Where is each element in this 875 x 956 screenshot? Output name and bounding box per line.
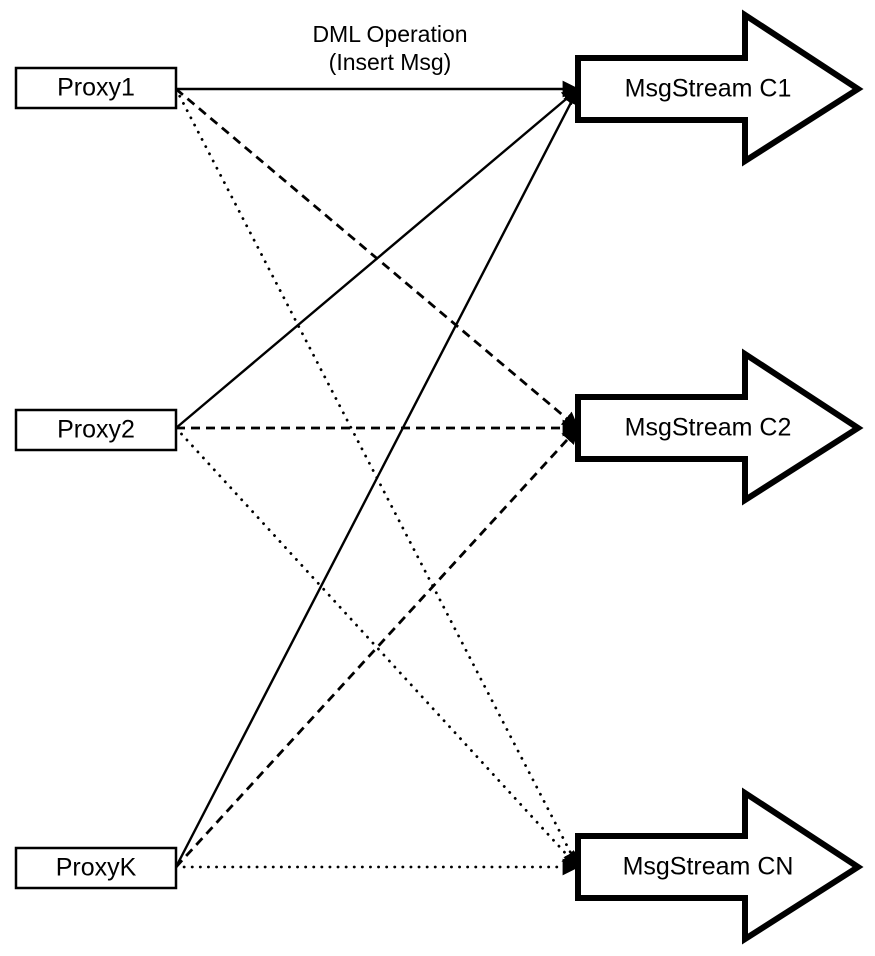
proxy-box-shape [14, 846, 178, 890]
msgstream-label: MsgStream CN [623, 853, 794, 881]
proxy-label: Proxy1 [57, 74, 135, 102]
proxy-box-shape [14, 408, 178, 452]
proxy-node-proxyK[interactable]: ProxyK [14, 846, 178, 890]
edge-label-line1: DML Operation [312, 21, 467, 47]
msgstream-label: MsgStream C1 [625, 75, 792, 103]
edge-proxyK-to-c1 [174, 87, 580, 868]
edge-proxyK-to-c2 [174, 426, 580, 868]
msgstream-node-c1[interactable]: MsgStream C1 [575, 9, 864, 167]
block-arrow-icon [575, 348, 864, 506]
proxy-node-proxy2[interactable]: Proxy2 [14, 408, 178, 452]
msgstream-node-c2[interactable]: MsgStream C2 [575, 348, 864, 506]
block-arrow-icon [575, 787, 864, 945]
msgstream-node-cn[interactable]: MsgStream CN [575, 787, 864, 945]
stream-nodes-layer: MsgStream C1 MsgStream C2 MsgStream CN [575, 9, 864, 945]
proxy-box-shape [14, 66, 178, 110]
edge-label-dml-operation: DML Operation (Insert Msg) [312, 21, 467, 75]
edge-proxy2-to-c1 [175, 88, 580, 429]
edge-label-line2: (Insert Msg) [329, 49, 452, 75]
edges-layer [174, 80, 580, 876]
edge-proxy2-to-cn [174, 426, 580, 869]
proxy-label: ProxyK [56, 854, 137, 882]
msgstream-label: MsgStream C2 [625, 414, 792, 442]
block-arrow-icon [575, 9, 864, 167]
proxy-label: Proxy2 [57, 416, 135, 444]
proxy-node-proxy1[interactable]: Proxy1 [14, 66, 178, 110]
